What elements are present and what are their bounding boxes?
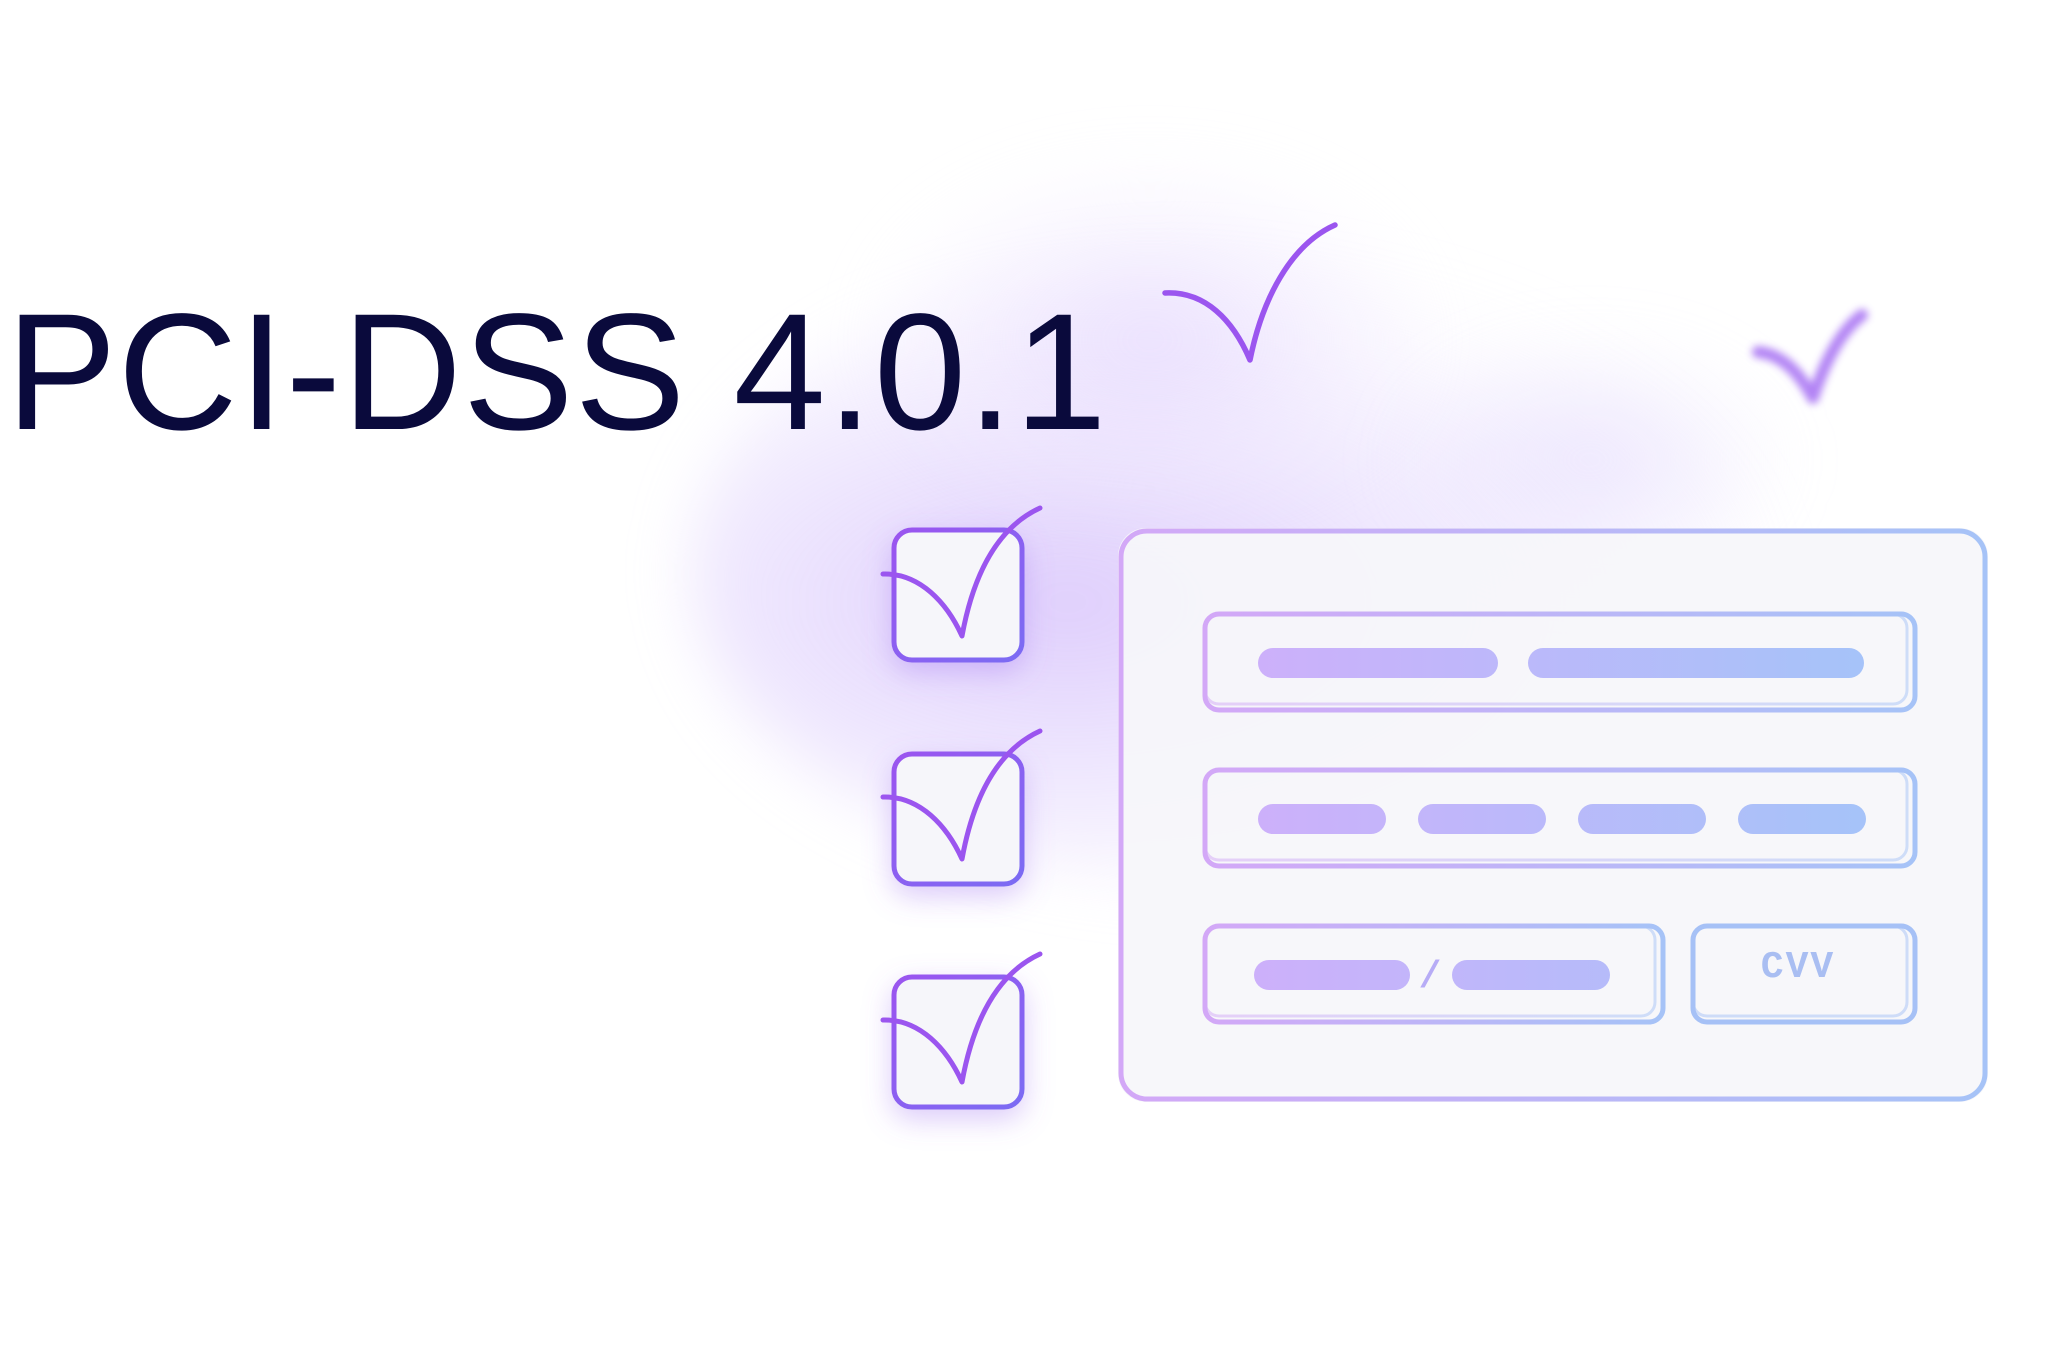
checklist-item	[880, 728, 1043, 887]
checklist-item	[880, 951, 1043, 1110]
placeholder-pill	[1254, 960, 1410, 990]
placeholder-pill	[1258, 804, 1386, 834]
expiry-field: /	[1202, 923, 1666, 1025]
blurred-checkmark-icon	[1752, 309, 1868, 404]
name-field	[1202, 611, 1918, 713]
checkbox-icon	[891, 527, 1025, 663]
placeholder-pill	[1452, 960, 1610, 990]
placeholder-pill	[1528, 648, 1864, 678]
cvv-label: CVV	[1760, 945, 1836, 989]
checkmark-icon	[880, 505, 1043, 639]
placeholder-pill	[1738, 804, 1866, 834]
card-number-field	[1202, 767, 1918, 869]
card-form	[1118, 528, 1988, 1102]
placeholder-pill	[1578, 804, 1706, 834]
placeholder-pill	[1258, 648, 1498, 678]
checkmark-icon	[880, 728, 1043, 862]
checkbox-icon	[891, 751, 1025, 887]
placeholder-pill	[1418, 804, 1546, 834]
cvv-field	[1690, 923, 1918, 1025]
checkbox-icon	[891, 974, 1025, 1110]
checkmark-icon	[1162, 222, 1338, 363]
checkmark-icon	[880, 951, 1043, 1085]
checklist-item	[880, 505, 1043, 663]
date-separator: /	[1419, 956, 1442, 999]
page-title: PCI-DSS 4.0.1	[6, 280, 1108, 465]
